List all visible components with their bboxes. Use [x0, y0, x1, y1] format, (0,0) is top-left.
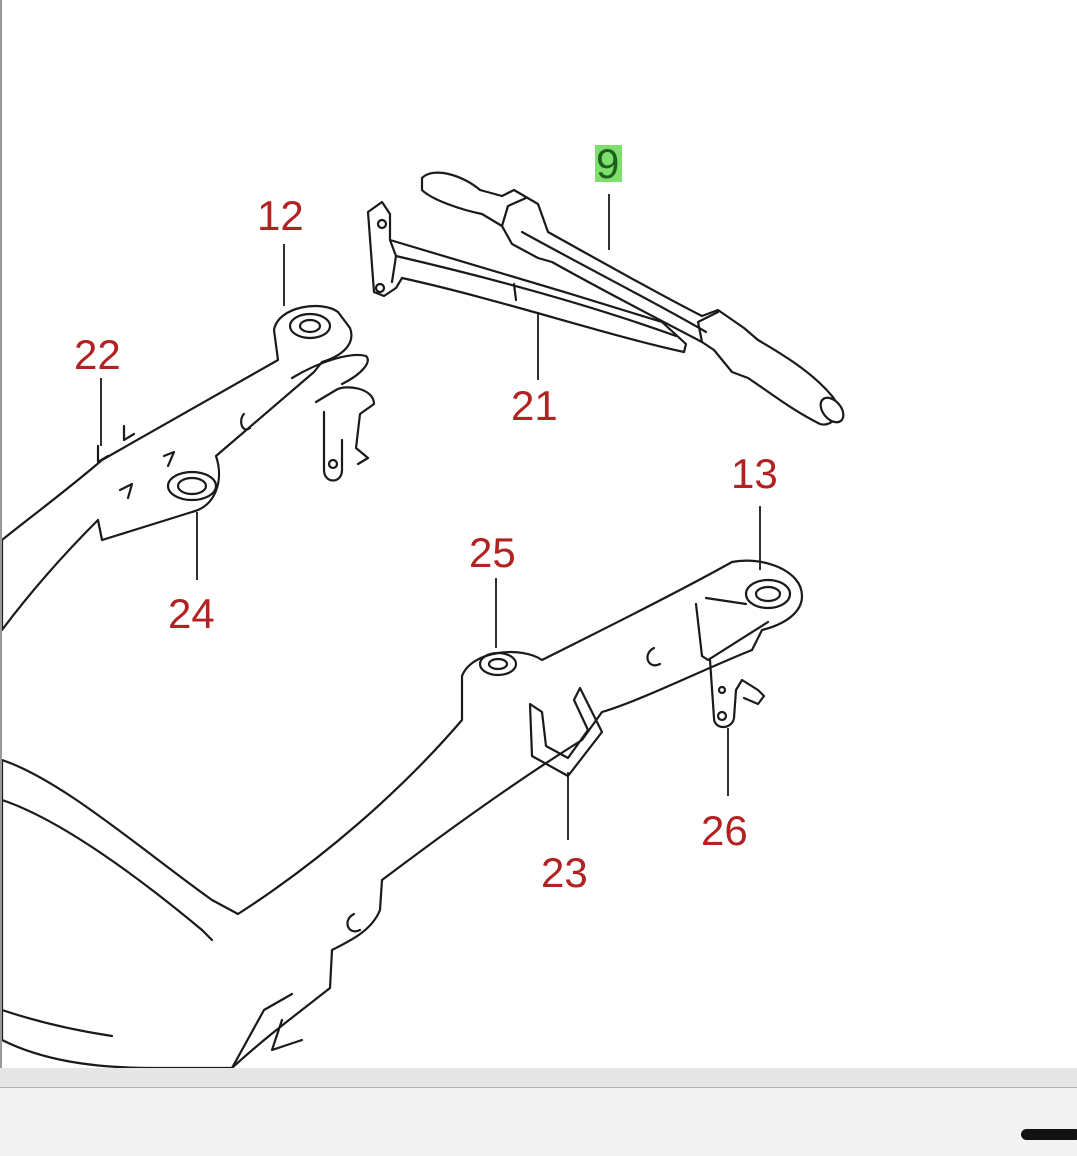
upper-left-frame-rail: [2, 304, 376, 632]
callout-26[interactable]: 26: [701, 807, 748, 854]
callout-13[interactable]: 13: [731, 450, 778, 497]
callout-22[interactable]: 22: [74, 331, 121, 378]
leader-lines: [100, 194, 761, 840]
part-21-stay-bracket: [366, 200, 688, 354]
callout-labels: 9 12 22 21 13 25 24 26 23: [74, 140, 778, 896]
parts-diagram: 9 12 22 21 13 25 24 26 23: [0, 0, 1077, 1068]
lower-main-frame-rail: [2, 559, 804, 1068]
callout-21[interactable]: 21: [511, 382, 558, 429]
frame-parts-drawing: 9 12 22 21 13 25 24 26 23: [2, 140, 845, 1068]
callout-9-highlight: [595, 145, 622, 182]
callout-9[interactable]: 9: [596, 140, 619, 187]
callout-12[interactable]: 12: [257, 192, 304, 239]
home-indicator[interactable]: [1021, 1129, 1077, 1140]
callout-25[interactable]: 25: [469, 529, 516, 576]
callout-24[interactable]: 24: [168, 590, 215, 637]
callout-23[interactable]: 23: [541, 849, 588, 896]
bottom-bar: [0, 1088, 1077, 1156]
horizontal-scrollbar[interactable]: [0, 1068, 1077, 1088]
part-9-grip-bar: [420, 171, 845, 426]
